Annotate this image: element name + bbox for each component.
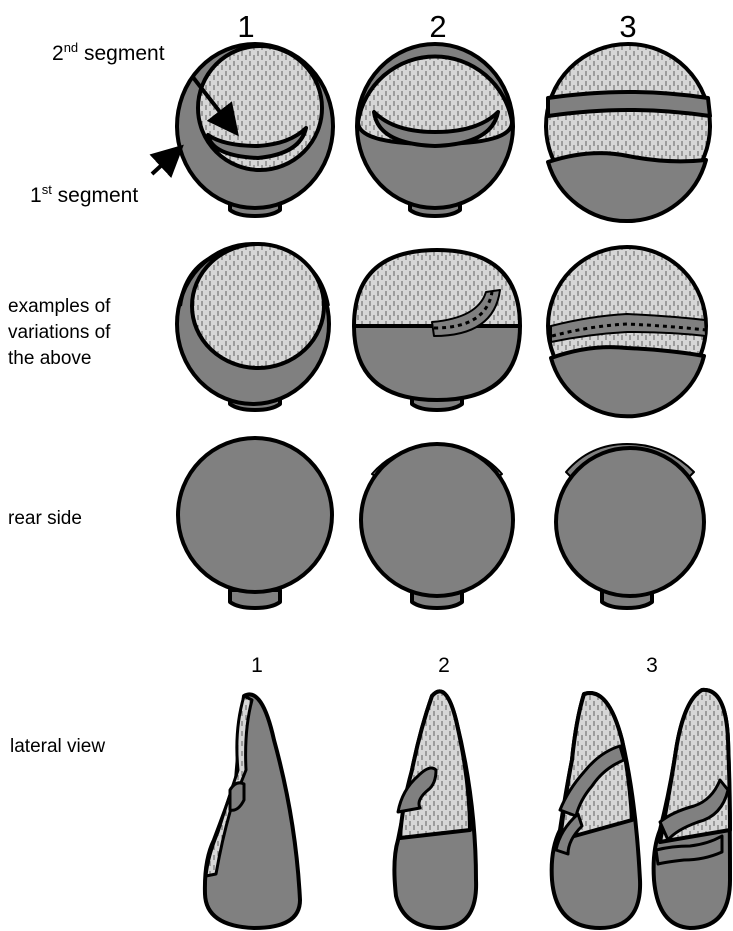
row-label-variations-line2: variations of [8, 322, 111, 343]
label-second-segment: 2nd segment [52, 40, 165, 65]
lateral-type2-shape [394, 691, 476, 928]
arrow-first-segment [152, 150, 178, 174]
row1-type1-shape [177, 44, 333, 216]
row2-type1-shape [177, 244, 329, 410]
lower-first-segment [551, 347, 704, 416]
row3-type1-shape [178, 438, 332, 608]
second-segment [192, 244, 324, 368]
lateral-number-3: 3 [646, 654, 658, 677]
lateral-type3b-shape [654, 690, 730, 928]
lateral-type1-shape [205, 694, 300, 928]
second-segment [400, 691, 470, 838]
rear-disc [556, 448, 704, 596]
row-label-rear: rear side [8, 508, 82, 529]
row3-type3-shape [556, 444, 704, 608]
rear-disc [361, 444, 513, 596]
row-label-variations-line1: examples of [8, 296, 111, 317]
lateral-number-1: 1 [251, 654, 263, 677]
column-number-1: 1 [237, 9, 254, 44]
row-label-lateral: lateral view [10, 736, 105, 757]
column-number-3: 3 [619, 9, 636, 44]
fold [230, 783, 244, 810]
row-label-variations-line3: the above [8, 348, 91, 369]
label-first-segment: 1st segment [30, 182, 138, 207]
row2-type2-shape [354, 250, 520, 410]
first-segment [205, 694, 300, 928]
lower-first-segment [548, 153, 706, 221]
row2-type3-shape [548, 247, 706, 416]
rear-disc [178, 438, 332, 592]
row1-type2-shape [357, 44, 513, 216]
row1-type3-shape [546, 44, 710, 221]
lateral-number-2: 2 [438, 654, 450, 677]
lateral-type3a-shape [552, 693, 640, 928]
first-segment [354, 326, 520, 400]
row3-type2-shape [361, 444, 513, 608]
column-number-2: 2 [429, 9, 446, 44]
second-segment [354, 250, 520, 326]
